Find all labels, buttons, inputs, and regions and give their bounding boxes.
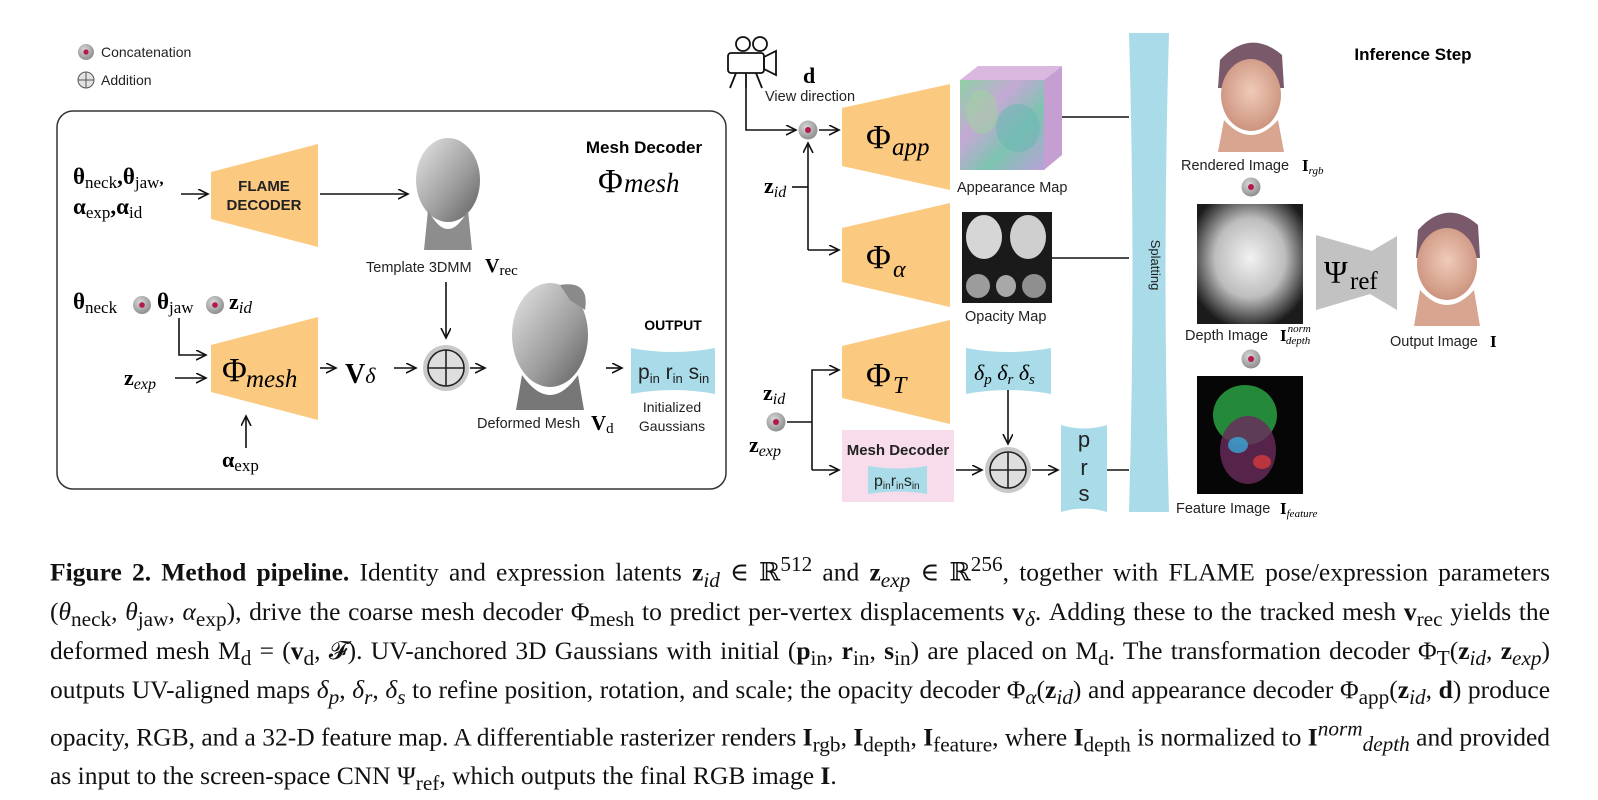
mesh-decoder-params: pinrinsin <box>874 473 920 492</box>
caption-bold-title: Method pipeline. <box>161 557 350 587</box>
svg-text:θneck: θneck <box>73 289 118 317</box>
caption-label: Figure 2. <box>50 557 152 587</box>
template-var: Vrec <box>485 255 518 279</box>
mesh-decoder-params-box <box>868 466 927 494</box>
output-var: I <box>1490 332 1497 351</box>
flame-label-2: DECODER <box>226 197 301 214</box>
opacity-map-label: Opacity Map <box>965 309 1046 325</box>
svg-text:Φ: Φ <box>222 352 247 389</box>
mesh-decoder-small-label: Mesh Decoder <box>847 442 950 459</box>
concat-node-lower <box>766 412 786 432</box>
svg-text:α: α <box>893 257 906 283</box>
prs-block <box>1061 425 1107 512</box>
svg-text:αexp,αid: αexp,αid <box>73 194 143 222</box>
zid-upper: zid <box>764 173 787 201</box>
feature-label: Feature Image <box>1176 501 1270 517</box>
svg-text:θjaw: θjaw <box>157 289 194 317</box>
psi-ref-label: Ψ ref <box>1324 254 1378 295</box>
zexp-lower: zexp <box>749 432 781 460</box>
splatting-label: Splatting <box>1148 240 1163 291</box>
figure-caption: Figure 2. Method pipeline. Identity and … <box>50 552 1551 796</box>
rendered-label: Rendered Image <box>1181 158 1289 174</box>
prs-s: s <box>1079 481 1090 506</box>
deformed-var: Vd <box>591 411 614 437</box>
opacity-map-image <box>962 212 1052 303</box>
flame-decoder-block <box>211 144 318 247</box>
flame-inputs: θneck,θjaw, αexp,αid <box>73 164 164 222</box>
svg-text:Φ: Φ <box>866 119 891 156</box>
svg-text:Φ: Φ <box>866 239 891 276</box>
pipeline-figure: Concatenation Addition Mesh Decoder Φ me… <box>56 33 1497 520</box>
phi-alpha-label: Φ α <box>866 239 906 283</box>
mesh-box-title: Mesh Decoder <box>586 138 703 157</box>
view-direction-label: View direction <box>765 89 855 105</box>
phi-app-label: Φ app <box>866 119 930 161</box>
output-image <box>1414 212 1480 326</box>
concat-node-view <box>798 120 818 140</box>
addition-node-gauss <box>985 447 1031 493</box>
output-image-label: Output Image <box>1390 334 1478 350</box>
phi-app-block <box>842 84 950 190</box>
zid-lower: zid <box>763 380 786 408</box>
concat-node-rendered <box>1241 177 1261 197</box>
svg-text:Φ: Φ <box>866 357 891 394</box>
feature-image <box>1197 376 1303 494</box>
gaussians-label: Gaussians <box>639 418 705 434</box>
svg-text:mesh: mesh <box>624 168 680 198</box>
feature-var: Ifeature <box>1280 499 1317 520</box>
template-label: Template 3DMM <box>366 260 472 276</box>
mesh-decoder-box <box>56 110 727 490</box>
prs-r: r <box>1080 455 1087 480</box>
addition-node-mesh <box>423 345 469 391</box>
deltas-block <box>966 348 1051 394</box>
deformed-label: Deformed Mesh <box>477 416 580 432</box>
concat-legend-label: Concatenation <box>101 44 191 60</box>
rendered-image <box>1218 42 1284 152</box>
splatting-bar <box>1129 33 1169 512</box>
camera-icon <box>727 36 777 89</box>
prs-p: p <box>1078 427 1090 452</box>
deltas-label: δp δr δs <box>974 360 1035 388</box>
legend: Concatenation Addition <box>77 44 191 89</box>
svg-text:Ψ: Ψ <box>1324 254 1348 290</box>
phi-mesh-label: Φ mesh <box>222 352 297 393</box>
concat-legend-icon <box>78 44 94 60</box>
svg-text:T: T <box>893 373 908 399</box>
addition-legend-label: Addition <box>101 72 152 88</box>
svg-text:θneck,θjaw,: θneck,θjaw, <box>73 164 164 192</box>
addition-legend-icon <box>77 71 95 89</box>
phi-T-label: Φ T <box>866 357 908 399</box>
rendered-var: Irgb <box>1302 156 1324 177</box>
svg-text:ref: ref <box>1350 268 1378 295</box>
appearance-map-label: Appearance Map <box>957 180 1067 196</box>
output-title: OUTPUT <box>644 317 702 333</box>
inference-step-title: Inference Step <box>1354 45 1471 64</box>
template-head-image <box>416 138 480 250</box>
phi-T-block <box>842 320 950 424</box>
depth-image <box>1197 204 1303 324</box>
view-d: d <box>803 63 815 88</box>
concat-inputs: θneck θjaw zid <box>73 289 252 317</box>
initialized-label: Initialized <box>643 399 701 415</box>
output-gaussians-block <box>631 348 715 394</box>
phi-alpha-block <box>842 203 950 307</box>
deformed-head-image <box>512 283 588 410</box>
svg-text:zid: zid <box>229 289 252 317</box>
depth-label: Depth Image <box>1185 328 1268 344</box>
mesh-box-phi: Φ mesh <box>598 163 680 200</box>
alpha-exp-bottom: αexp <box>222 447 259 475</box>
appearance-map-image <box>960 66 1062 170</box>
svg-text:Φ: Φ <box>598 163 623 200</box>
phi-mesh-block <box>211 317 318 420</box>
svg-text:app: app <box>892 134 930 161</box>
v-delta: Vδ <box>345 359 376 390</box>
svg-text:mesh: mesh <box>246 366 297 393</box>
zexp-left: zexp <box>124 365 156 393</box>
concat-node-depth <box>1241 349 1261 369</box>
flame-label-1: FLAME <box>238 178 290 195</box>
